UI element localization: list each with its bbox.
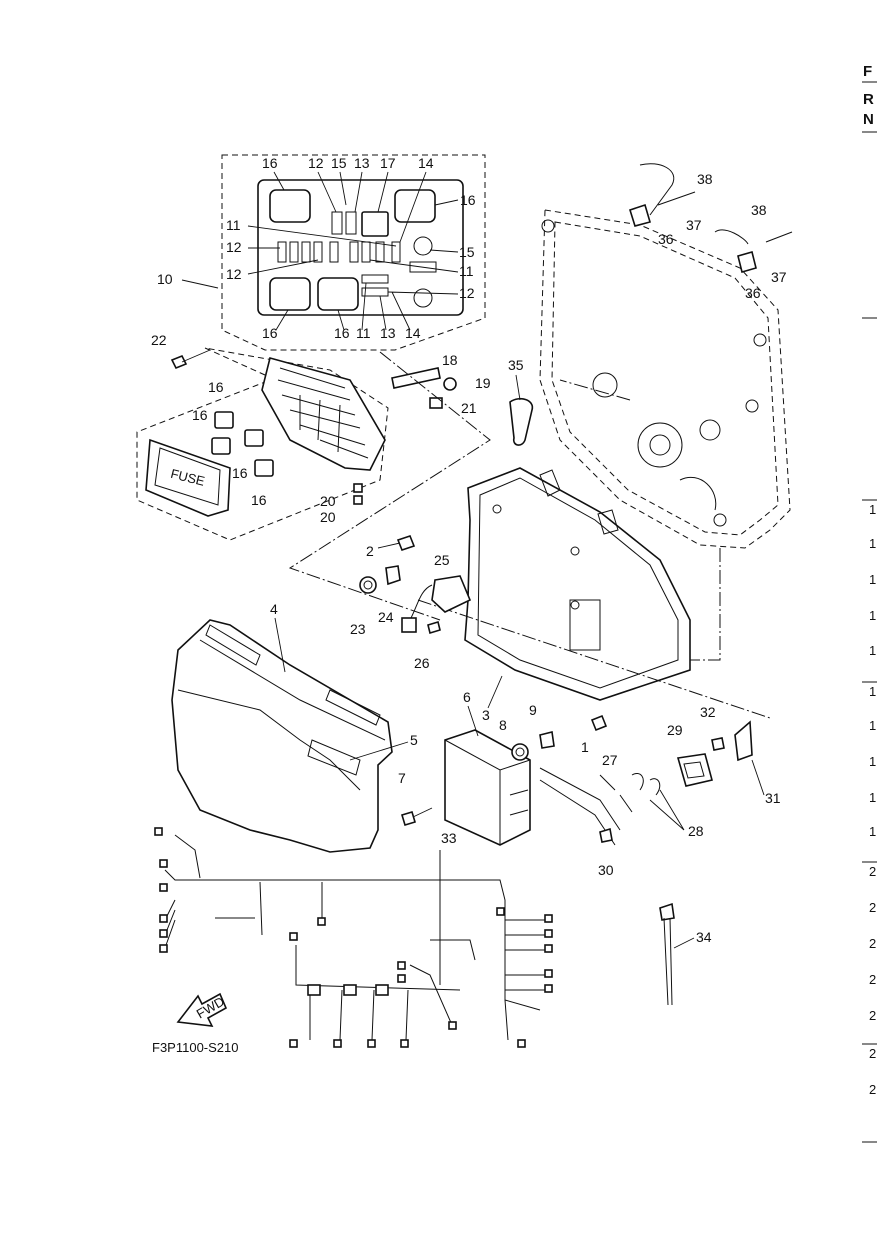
callout-9: 9 (529, 702, 537, 718)
cables-relay (539, 720, 753, 846)
callout-30: 30 (598, 862, 614, 878)
callout-5: 5 (410, 732, 418, 748)
edge-row: 1 (869, 643, 876, 658)
inset-label: 13 (354, 155, 370, 171)
callout-16: 16 (251, 492, 267, 508)
edge-row: 2 (869, 936, 876, 951)
right-edge-column: F R N 1 1 1 1 1 1 1 1 1 1 2 2 2 2 2 2 2 (862, 63, 877, 1143)
wire-harness-33 (154, 827, 553, 1048)
callout-28: 28 (688, 823, 704, 839)
callout-16: 16 (232, 465, 248, 481)
callout-10: 10 (157, 271, 173, 287)
callout-23: 23 (350, 621, 366, 637)
inset-label: 12 (226, 266, 242, 282)
edge-header: N (863, 111, 874, 128)
callout-36: 36 (658, 231, 674, 247)
edge-row: 2 (869, 900, 876, 915)
callout-16: 16 (208, 379, 224, 395)
edge-row: 2 (869, 864, 876, 879)
inset-label: 13 (380, 325, 396, 341)
callout-33: 33 (441, 830, 457, 846)
inset-label: 11 (226, 217, 241, 233)
inset-label: 11 (459, 263, 474, 279)
callouts: 10 22 16 16 16 16 18 19 21 20 20 35 38 3… (151, 171, 787, 949)
mounting-plate (539, 209, 791, 549)
callout-34: 34 (696, 929, 712, 945)
edge-row: 1 (869, 502, 876, 517)
inset-label: 16 (460, 192, 476, 208)
callout-4: 4 (270, 601, 278, 617)
callout-21: 21 (461, 400, 477, 416)
inset-label: 16 (262, 325, 278, 341)
edge-row: 1 (869, 536, 876, 551)
misc-parts (509, 163, 793, 1006)
callout-26: 26 (414, 655, 430, 671)
edge-row: 2 (869, 1046, 876, 1061)
callout-1: 1 (581, 739, 589, 755)
ecm-6 (401, 714, 608, 846)
edge-row: 1 (869, 754, 876, 769)
callout-36: 36 (745, 285, 761, 301)
inset-label: 14 (405, 325, 421, 341)
callout-27: 27 (602, 752, 618, 768)
inset-label: 11 (356, 325, 371, 341)
edge-header: F (863, 63, 872, 80)
inset-label: 12 (308, 155, 324, 171)
edge-header: R (863, 91, 874, 108)
inset-label: 14 (418, 155, 434, 171)
callout-38: 38 (751, 202, 767, 218)
callout-31: 31 (765, 790, 781, 806)
bracket-3 (464, 467, 691, 701)
callout-35: 35 (508, 357, 524, 373)
chain-line (288, 351, 771, 719)
callout-3: 3 (482, 707, 490, 723)
edge-row: 1 (869, 684, 876, 699)
callout-8: 8 (499, 717, 507, 733)
callout-20: 20 (320, 493, 336, 509)
edge-row: 2 (869, 972, 876, 987)
edge-row: 1 (869, 608, 876, 623)
callout-32: 32 (700, 704, 716, 720)
callout-20: 20 (320, 509, 336, 525)
inset-label: 16 (262, 155, 278, 171)
callout-24: 24 (378, 609, 394, 625)
edge-row: 1 (869, 718, 876, 733)
fuse-box-assembly: FUSE (136, 347, 457, 541)
callout-19: 19 (475, 375, 491, 391)
inset-label: 17 (380, 155, 396, 171)
inset-label: 12 (226, 239, 242, 255)
edge-row: 1 (869, 790, 876, 805)
callout-2: 2 (366, 543, 374, 559)
edge-row: 1 (869, 572, 876, 587)
diagram-code: F3P1100-S210 (152, 1040, 239, 1055)
edge-row: 1 (869, 824, 876, 839)
callout-37: 37 (686, 217, 702, 233)
callout-29: 29 (667, 722, 683, 738)
callout-37: 37 (771, 269, 787, 285)
inset-label: 15 (331, 155, 347, 171)
callout-7: 7 (398, 770, 406, 786)
callout-16: 16 (192, 407, 208, 423)
callout-22: 22 (151, 332, 167, 348)
inset-label: 15 (459, 244, 475, 260)
fuse-box-inset (221, 154, 486, 351)
callout-6: 6 (463, 689, 471, 705)
inset-label: 12 (459, 285, 475, 301)
fwd-arrow: FWD (176, 992, 228, 1027)
edge-row: 2 (869, 1082, 876, 1097)
callout-25: 25 (434, 552, 450, 568)
callout-18: 18 (442, 352, 458, 368)
small-parts (359, 535, 472, 635)
edge-row: 2 (869, 1008, 876, 1023)
fuse-box-labels: 16 12 15 13 17 14 16 11 12 15 12 11 12 1… (226, 155, 476, 341)
callout-38: 38 (697, 171, 713, 187)
cover-4 (171, 619, 393, 853)
inset-label: 16 (334, 325, 350, 341)
